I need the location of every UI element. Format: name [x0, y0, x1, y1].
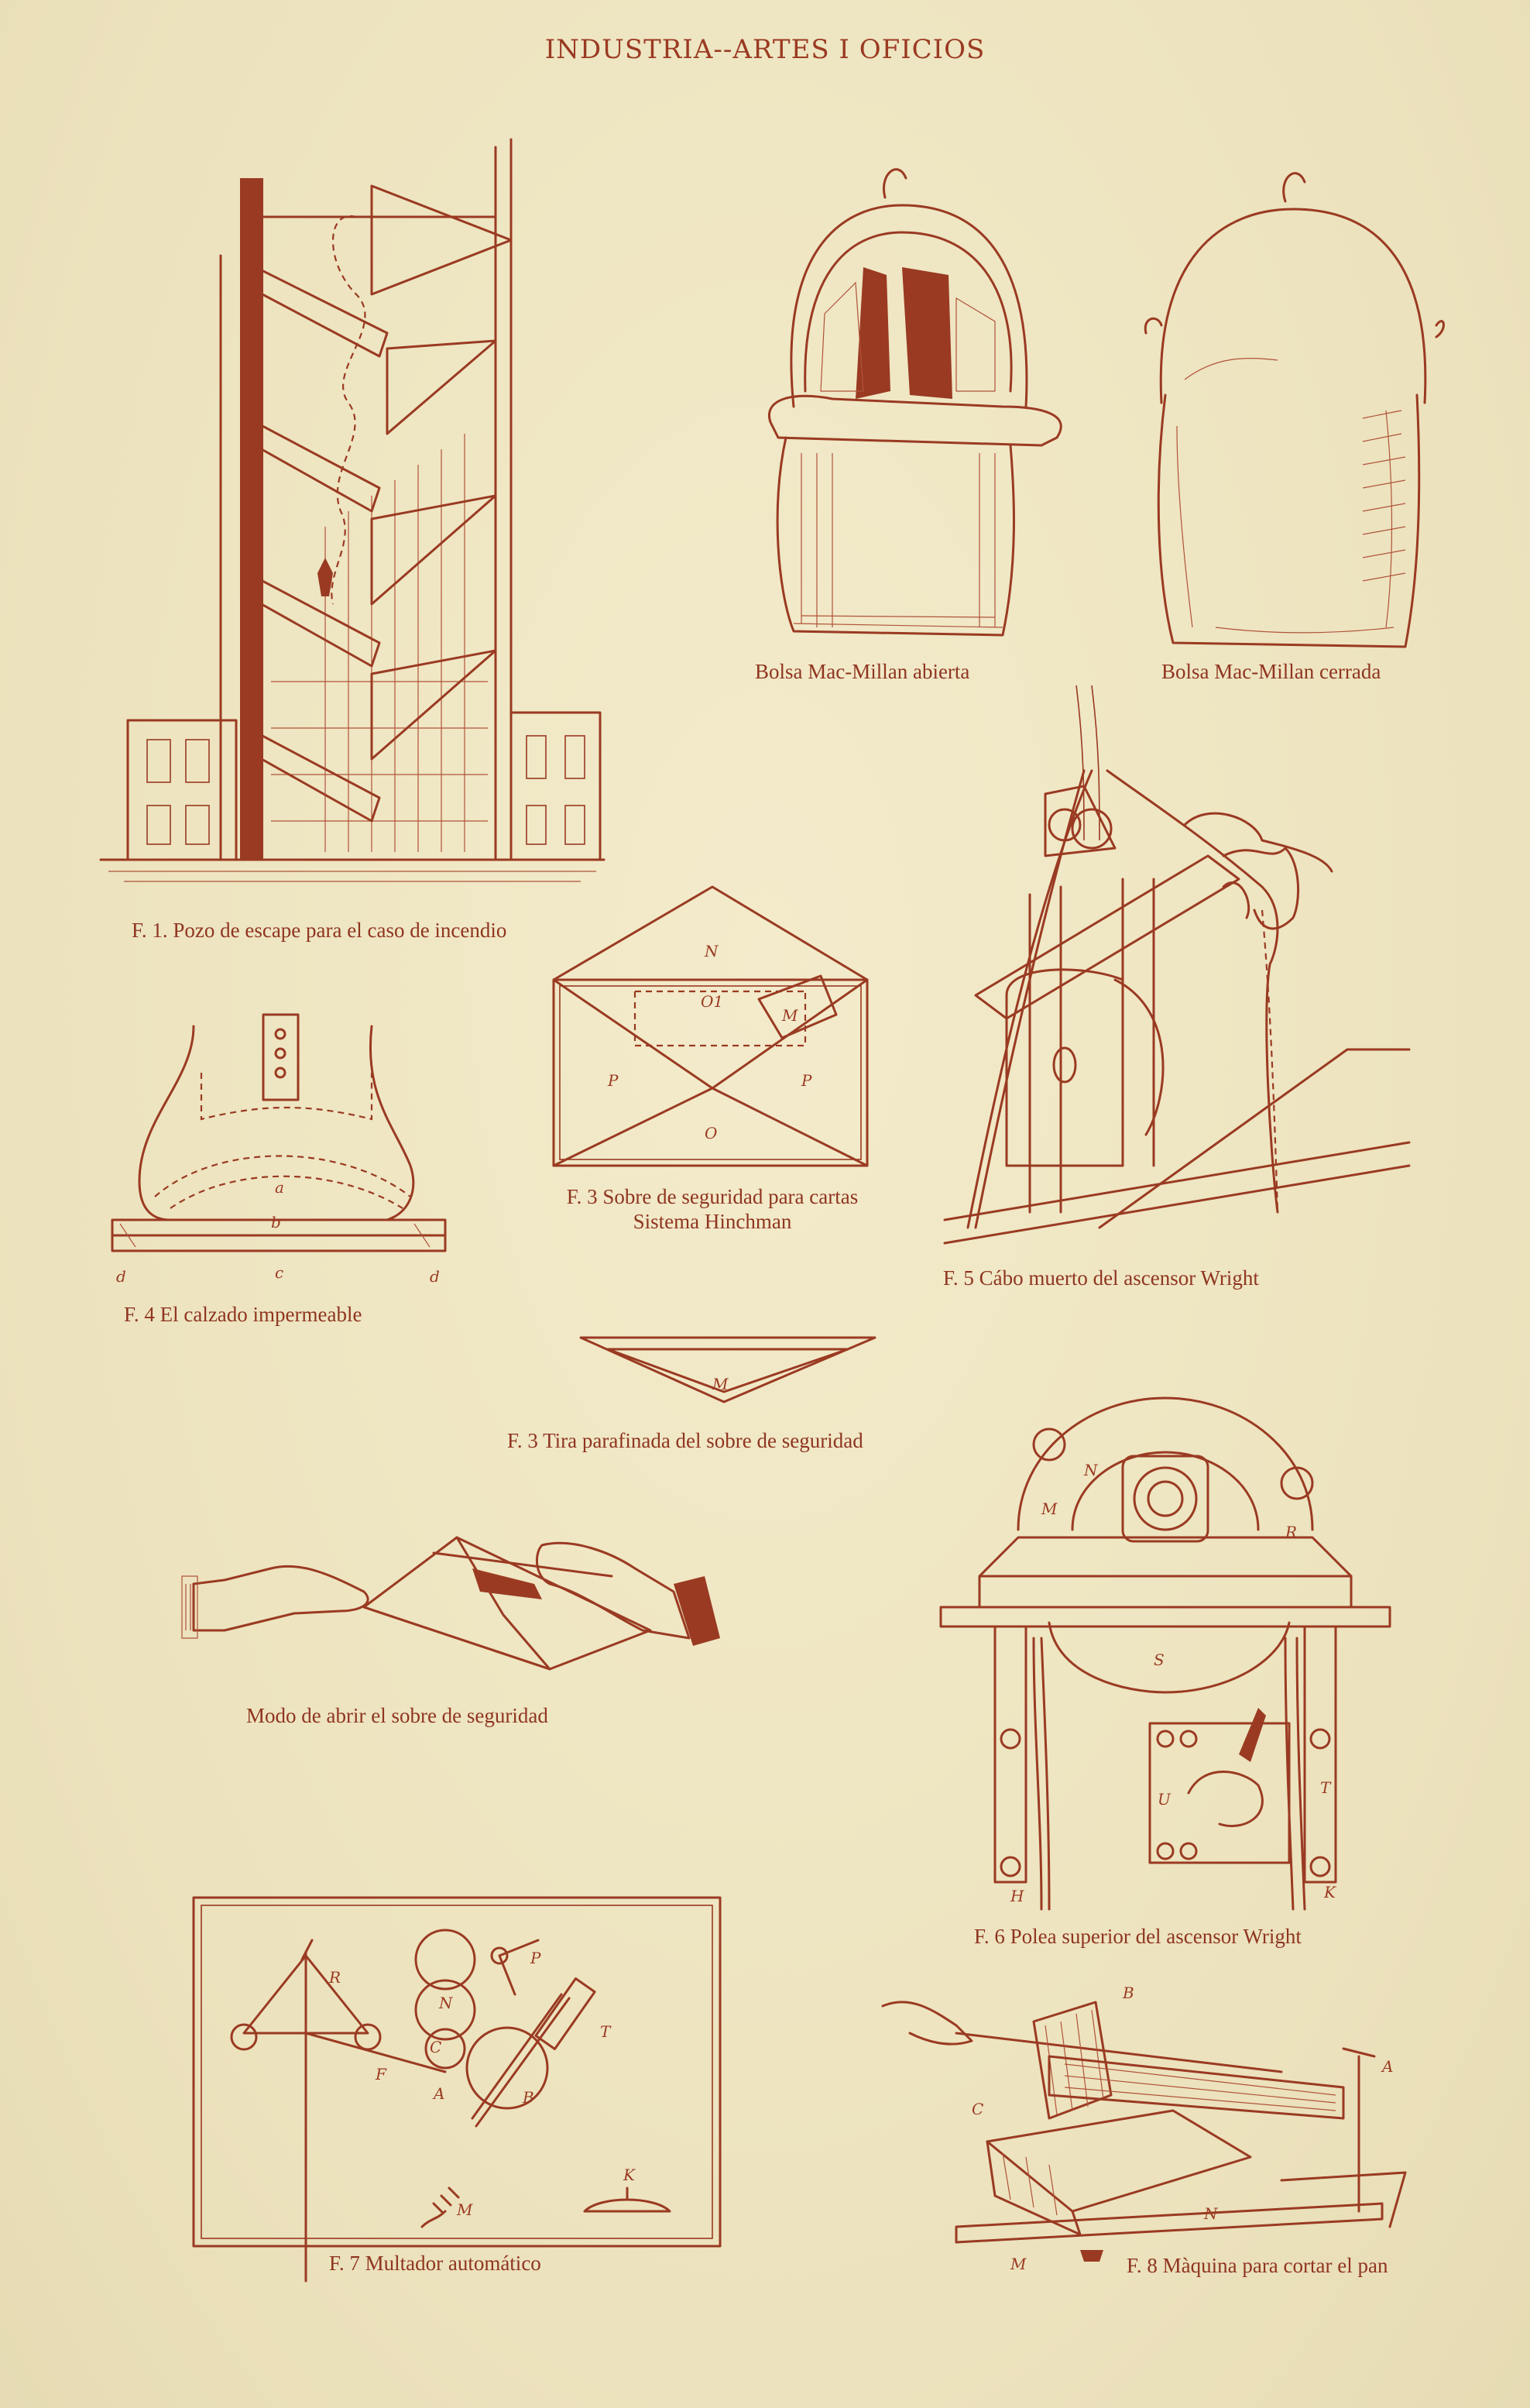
pulley-label-m: M	[1041, 1499, 1058, 1518]
multador-illustration: R P N C F A B T M K	[192, 1896, 722, 2283]
caption-bolsa-open: Bolsa Mac-Millan abierta	[755, 660, 970, 683]
bread-label-m: M	[1010, 2255, 1027, 2273]
opening-envelope-illustration	[181, 1536, 720, 1671]
multador-label-t: T	[600, 2022, 612, 2041]
shoe-label-a: a	[275, 1178, 284, 1197]
shoe-label-c: c	[275, 1263, 283, 1282]
envelope-illustration: N O1 M P P O	[552, 885, 869, 1167]
caption-modo: Modo de abrir el sobre de seguridad	[246, 1704, 548, 1727]
multador-label-n: N	[438, 1994, 454, 2012]
paraffin-strip-illustration: M	[579, 1336, 876, 1403]
shoe-illustration: a b c d d	[111, 1013, 447, 1286]
multador-label-m: M	[456, 2200, 473, 2219]
caption-f4: F. 4 El calzado impermeable	[124, 1303, 362, 1326]
multador-label-k: K	[623, 2166, 636, 2184]
envelope-label-o: O	[705, 1124, 717, 1142]
shoe-label-d-right: d	[430, 1267, 440, 1286]
caption-f8: F. 8 Màquina para cortar el pan	[1127, 2254, 1388, 2277]
caption-f1: F. 1. Pozo de escape para el caso de inc…	[132, 919, 507, 942]
strip-label-m: M	[712, 1375, 729, 1393]
pulley-label-t: T	[1320, 1778, 1332, 1797]
wright-pulley-illustration: N M R S U T H K	[939, 1396, 1391, 1911]
caption-f3-line1: F. 3 Sobre de seguridad para cartas	[566, 1185, 859, 1208]
envelope-label-o1: O1	[701, 992, 723, 1011]
bolsa-closed-illustration	[1144, 172, 1445, 648]
envelope-label-n: N	[704, 942, 719, 960]
bread-label-n: N	[1203, 2204, 1219, 2223]
pulley-label-r: R	[1285, 1523, 1297, 1541]
pulley-label-s: S	[1154, 1651, 1165, 1669]
bread-label-a: A	[1381, 2057, 1393, 2076]
shoe-label-b: b	[271, 1213, 281, 1231]
pulley-label-k: K	[1323, 1883, 1336, 1901]
pulley-label-h: H	[1010, 1887, 1024, 1905]
multador-label-a: A	[432, 2084, 444, 2103]
caption-f6: F. 6 Polea superior del ascensor Wright	[974, 1925, 1302, 1948]
caption-f7: F. 7 Multador automático	[329, 2252, 541, 2275]
fire-escape-illustration	[99, 138, 605, 882]
multador-label-r: R	[328, 1968, 341, 1987]
envelope-label-m: M	[781, 1006, 798, 1025]
caption-bolsa-closed: Bolsa Mac-Millan cerrada	[1161, 660, 1381, 683]
multador-label-b: B	[522, 2088, 534, 2107]
caption-f3-line2: Sistema Hinchman	[633, 1210, 792, 1233]
pulley-label-n: N	[1083, 1461, 1099, 1479]
envelope-label-p-right: P	[801, 1071, 812, 1090]
multador-label-c: C	[430, 2038, 441, 2056]
pulley-label-u: U	[1158, 1790, 1172, 1809]
wright-rope-illustration	[943, 685, 1411, 1245]
caption-f3-strip: F. 3 Tira parafinada del sobre de seguri…	[507, 1429, 863, 1452]
multador-label-f: F	[375, 2065, 387, 2083]
multador-label-p: P	[530, 1949, 541, 1967]
bolsa-open-illustration	[768, 168, 1062, 637]
bread-label-b: B	[1122, 1984, 1134, 2002]
page-title: INDUSTRIA--ARTES I OFICIOS	[544, 34, 986, 65]
envelope-label-p-left: P	[607, 1071, 619, 1090]
bread-label-c: C	[972, 2100, 983, 2118]
bread-cutter-illustration: B A C N M	[881, 1984, 1407, 2273]
shoe-label-d-left: d	[116, 1267, 126, 1286]
caption-f5: F. 5 Cábo muerto del ascensor Wright	[943, 1266, 1259, 1290]
